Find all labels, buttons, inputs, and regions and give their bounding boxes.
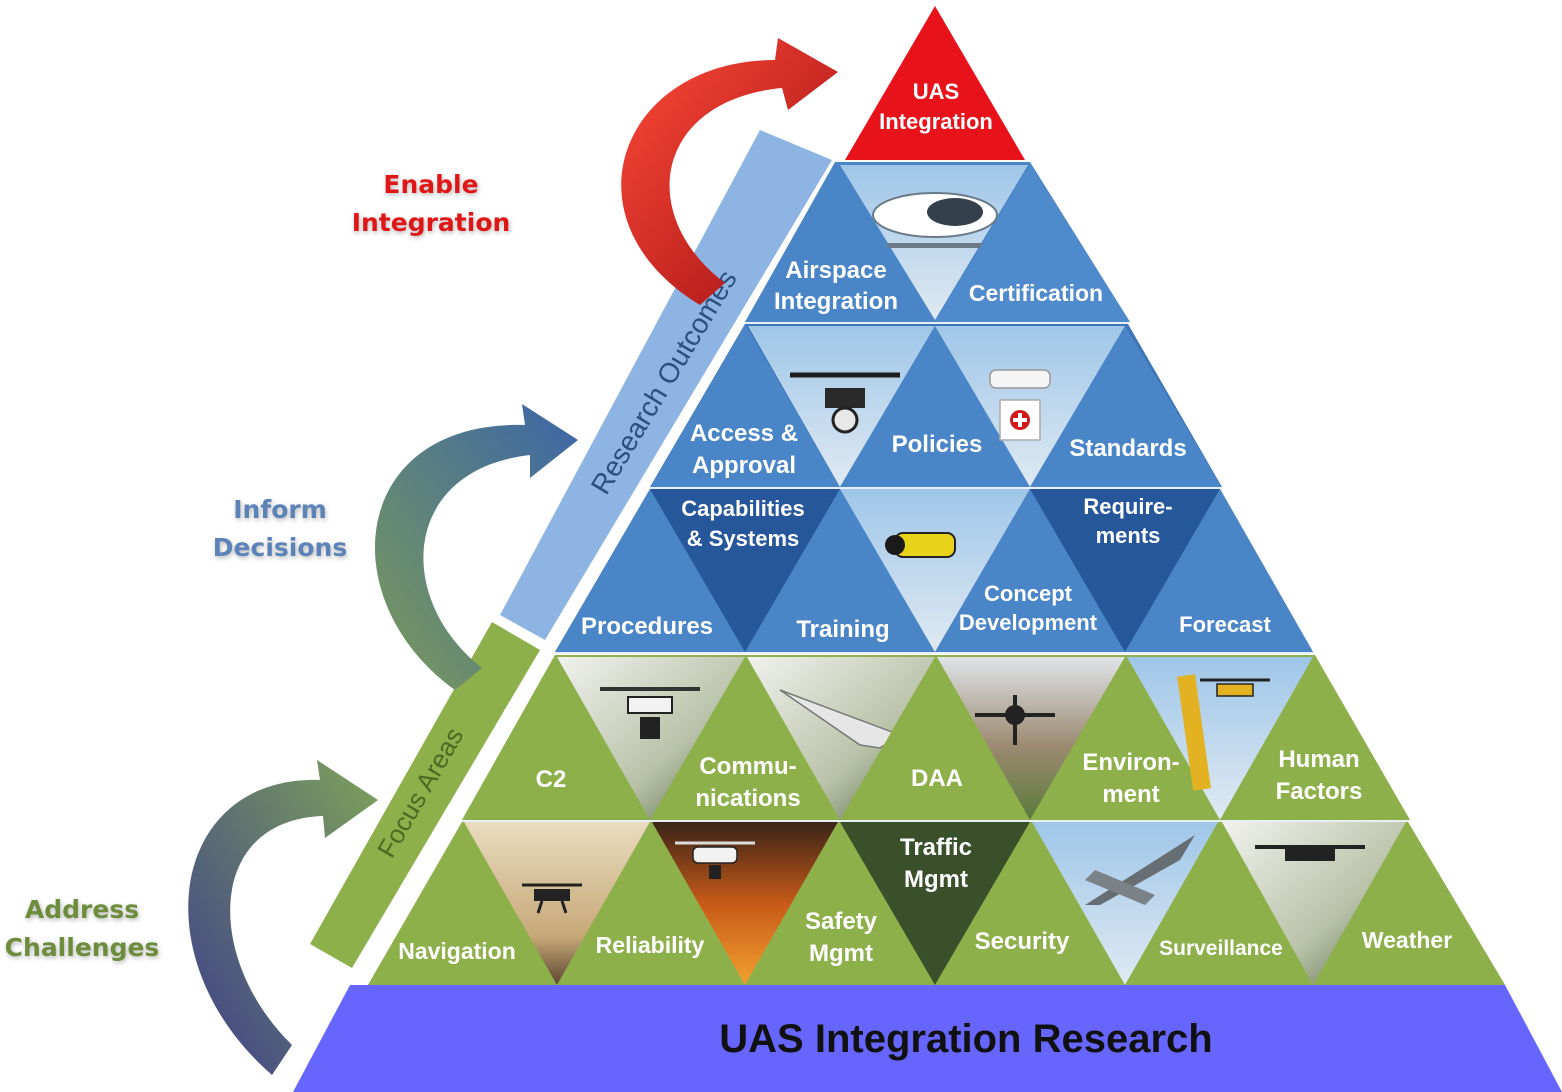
label-reliability: Reliability bbox=[596, 932, 705, 958]
top-triangle bbox=[845, 6, 1025, 160]
label-human-factors-1: Human bbox=[1278, 746, 1359, 773]
label-environment-1: Environ- bbox=[1082, 749, 1179, 776]
inform-decisions-arrow bbox=[374, 404, 578, 690]
camera-drone-photo bbox=[840, 489, 1030, 652]
enable-integration-arrow bbox=[621, 38, 838, 305]
label-human-factors-2: Factors bbox=[1276, 778, 1363, 805]
enable-integration-label-2: Integration bbox=[352, 208, 511, 237]
drone-photo bbox=[937, 657, 1125, 820]
label-communications-2: nications bbox=[695, 785, 800, 812]
label-requirements-2: ments bbox=[1096, 523, 1161, 548]
address-challenges-arrow bbox=[188, 760, 378, 1075]
label-standards: Standards bbox=[1069, 435, 1186, 462]
row-1 bbox=[745, 162, 1130, 322]
drone-photo bbox=[464, 822, 650, 985]
base-title: UAS Integration Research bbox=[719, 1017, 1212, 1061]
label-surveillance: Surveillance bbox=[1159, 937, 1283, 960]
label-certification: Certification bbox=[969, 280, 1103, 306]
top-label-line2: Integration bbox=[879, 109, 993, 134]
label-access-approval-1: Access & bbox=[690, 420, 798, 447]
label-safety-mgmt-1: Safety bbox=[805, 908, 878, 935]
base-bar bbox=[293, 985, 1562, 1092]
label-requirements-1: Require- bbox=[1083, 494, 1172, 519]
label-procedures: Procedures bbox=[581, 613, 713, 640]
label-traffic-mgmt-2: Mgmt bbox=[904, 866, 968, 893]
row-3 bbox=[555, 489, 1313, 652]
label-airspace-integration-1: Airspace bbox=[785, 257, 886, 284]
label-weather: Weather bbox=[1362, 927, 1452, 953]
inform-decisions-label-2: Decisions bbox=[213, 533, 347, 562]
label-safety-mgmt-2: Mgmt bbox=[809, 940, 873, 967]
label-security: Security bbox=[975, 928, 1070, 955]
top-label-line1: UAS bbox=[913, 79, 959, 104]
label-communications-1: Commu- bbox=[699, 753, 796, 780]
label-concept-development-1: Concept bbox=[984, 581, 1073, 606]
inform-decisions-label-1: Inform bbox=[233, 495, 327, 524]
label-daa: DAA bbox=[911, 765, 963, 792]
label-training: Training bbox=[796, 616, 889, 643]
row-4 bbox=[462, 655, 1410, 820]
label-capabilities-2: & Systems bbox=[687, 526, 800, 551]
research-outcomes-bar bbox=[500, 130, 832, 640]
address-challenges-label-1: Address bbox=[25, 895, 139, 924]
drone-photo bbox=[1222, 822, 1406, 985]
grid-lines bbox=[462, 322, 1408, 822]
label-concept-development-2: Development bbox=[959, 610, 1098, 635]
label-policies: Policies bbox=[892, 431, 983, 458]
label-navigation: Navigation bbox=[398, 938, 516, 964]
label-environment-2: ment bbox=[1102, 781, 1159, 808]
label-forecast: Forecast bbox=[1179, 612, 1271, 637]
focus-areas-bar bbox=[310, 622, 540, 968]
address-challenges-label-2: Challenges bbox=[5, 933, 160, 962]
label-c2: C2 bbox=[536, 766, 567, 793]
drone-photo bbox=[1127, 657, 1313, 820]
label-traffic-mgmt-1: Traffic bbox=[900, 834, 972, 861]
label-capabilities-1: Capabilities bbox=[681, 496, 804, 521]
label-airspace-integration-2: Integration bbox=[774, 288, 898, 315]
row-5 bbox=[368, 822, 1505, 985]
label-access-approval-2: Approval bbox=[692, 452, 796, 479]
row-2 bbox=[650, 324, 1222, 487]
enable-integration-label-1: Enable bbox=[383, 170, 478, 199]
